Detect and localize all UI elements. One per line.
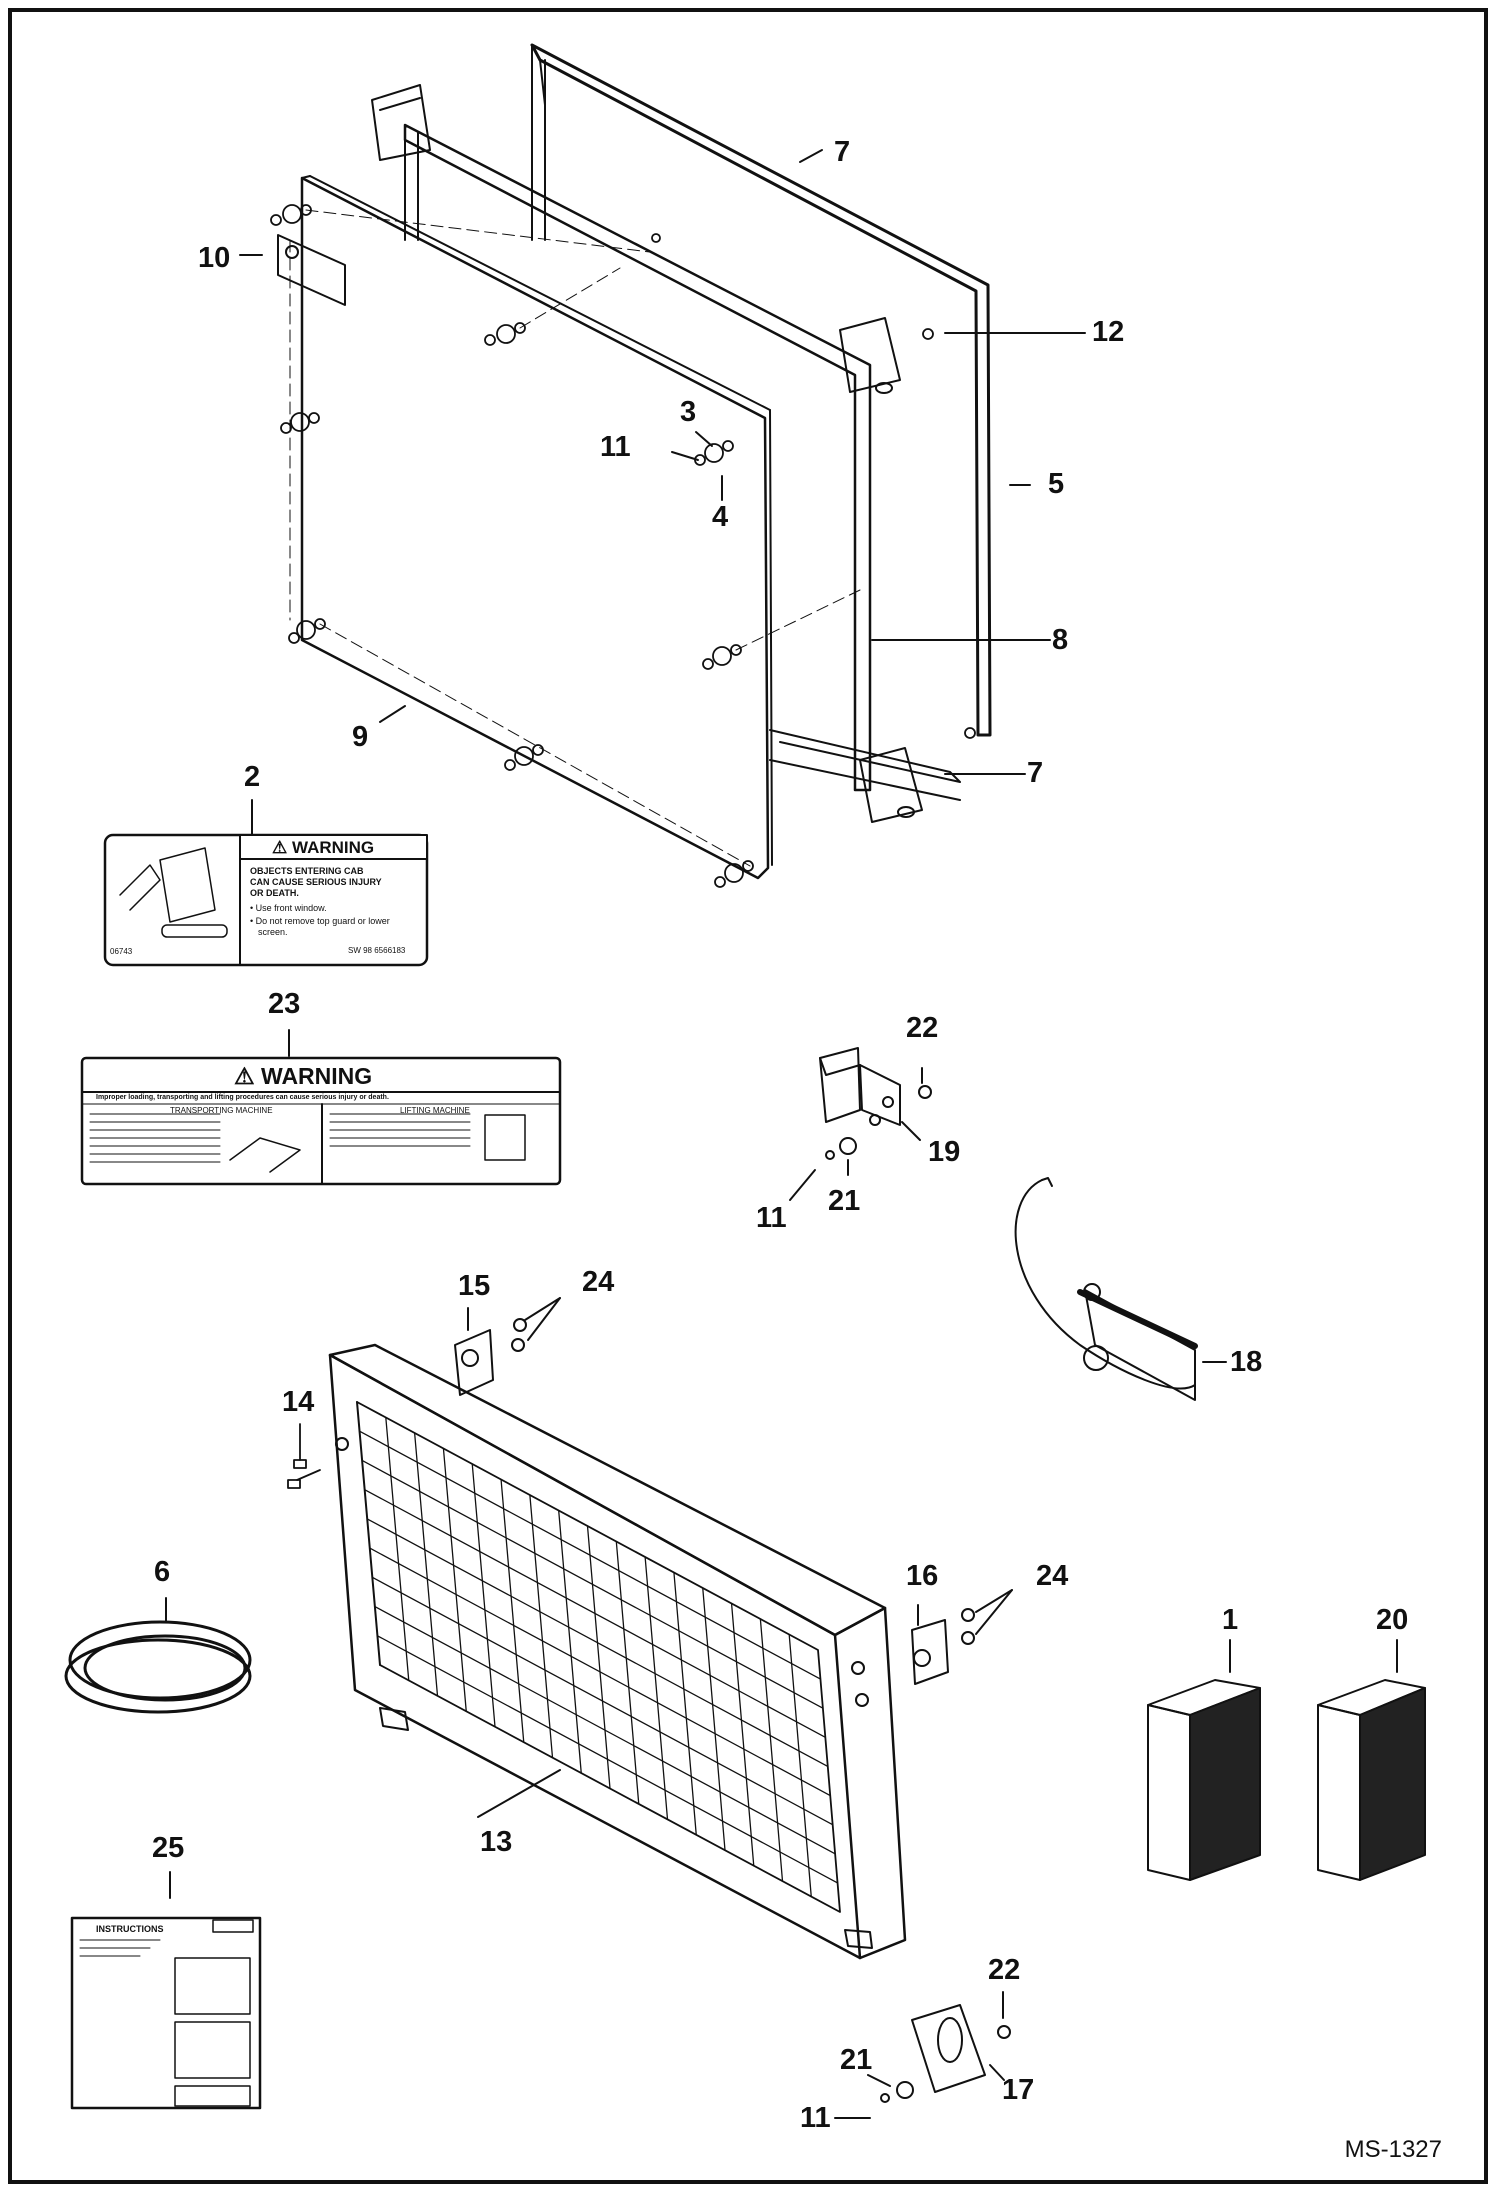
decal-23-subheader: Improper loading, transporting and lifti… xyxy=(96,1094,389,1101)
callout-21-top: 21 xyxy=(828,1185,861,1217)
callout-19: 19 xyxy=(928,1136,961,1168)
callout-5: 5 xyxy=(1048,468,1065,500)
part-8-tube-frame xyxy=(371,84,961,823)
callout-18: 18 xyxy=(1230,1346,1263,1378)
decal-23-header: ⚠ WARNING xyxy=(234,1063,373,1089)
part-7-rear-frame xyxy=(530,43,992,737)
document-code: MS-1327 xyxy=(1344,2136,1442,2163)
leader-lines-top xyxy=(239,149,1086,775)
callout-24-top: 24 xyxy=(582,1266,615,1298)
callout-11-top: 11 xyxy=(600,431,631,463)
callout-9: 9 xyxy=(352,721,369,753)
callout-8: 8 xyxy=(1052,624,1069,656)
callout-22-bottom: 22 xyxy=(988,1954,1021,1986)
decal-2-outline xyxy=(103,799,429,967)
callout-11-mid: 11 xyxy=(756,1202,787,1234)
callout-21-bottom: 21 xyxy=(840,2044,873,2076)
decal-23-outline xyxy=(80,1029,562,1186)
callout-7-top: 7 xyxy=(834,136,851,168)
callout-12: 12 xyxy=(1092,316,1125,348)
callout-17: 17 xyxy=(1002,2074,1035,2106)
decal-2-header: ⚠ WARNING xyxy=(272,838,375,857)
part-19-bracket xyxy=(789,1047,932,1201)
part-14-bolts xyxy=(287,1423,321,1489)
callout-11-bottom: 11 xyxy=(800,2102,831,2134)
drawing-frame xyxy=(8,8,1488,2184)
callout-2: 2 xyxy=(244,761,261,793)
callout-14: 14 xyxy=(282,1386,315,1418)
callout-10: 10 xyxy=(198,242,231,274)
decal-23-left-column-title: TRANSPORTING MACHINE xyxy=(170,1106,273,1115)
part-25-instructions-manual xyxy=(70,1871,262,2110)
part-15-hinge xyxy=(454,1297,561,1396)
callout-7-bottom: 7 xyxy=(1027,757,1044,789)
decal-2-line2: CAN CAUSE SERIOUS INJURY xyxy=(250,877,382,887)
panel-fasteners xyxy=(270,204,976,888)
part-16-hinge xyxy=(911,1589,1013,1685)
part-10-label xyxy=(277,234,346,306)
callout-13: 13 xyxy=(480,1826,513,1858)
callout-15: 15 xyxy=(458,1270,491,1302)
decal-2-bullet2: • Do not remove top guard or lower xyxy=(250,916,390,926)
decal-2-bullet2b: screen. xyxy=(258,927,288,937)
part-1-box xyxy=(1147,1639,1261,1881)
decal-23-right-column-title: LIFTING MACHINE xyxy=(400,1106,470,1115)
part-9-window-panel xyxy=(300,175,773,880)
decal-2-line1: OBJECTS ENTERING CAB xyxy=(250,866,364,876)
part-13-lower-screen xyxy=(328,1343,907,1960)
part-6-seal-roll xyxy=(64,1597,252,1714)
manual-25-title: INSTRUCTIONS xyxy=(96,1924,164,1934)
callout-20: 20 xyxy=(1376,1604,1409,1636)
part-20-box xyxy=(1317,1639,1426,1881)
callout-6: 6 xyxy=(154,1556,171,1588)
decal-2-line3: OR DEATH. xyxy=(250,888,299,898)
callout-16: 16 xyxy=(906,1560,939,1592)
decal-2-bullet1: • Use front window. xyxy=(250,903,327,913)
decal-2-code-left: 06743 xyxy=(110,947,133,956)
part-17-hinge xyxy=(834,1991,1011,2119)
callout-3: 3 xyxy=(680,396,697,428)
callout-4: 4 xyxy=(712,501,729,533)
screen-mesh xyxy=(358,1416,839,1898)
callout-24-bottom: 24 xyxy=(1036,1560,1069,1592)
callout-23: 23 xyxy=(268,988,301,1020)
callout-25: 25 xyxy=(152,1832,185,1864)
part-18-retaining-pin xyxy=(1014,1177,1227,1401)
decal-2-code-right: SW 98 6566183 xyxy=(348,946,406,955)
callout-22-top: 22 xyxy=(906,1012,939,1044)
center-lines xyxy=(289,209,861,867)
callout-1: 1 xyxy=(1222,1604,1239,1636)
